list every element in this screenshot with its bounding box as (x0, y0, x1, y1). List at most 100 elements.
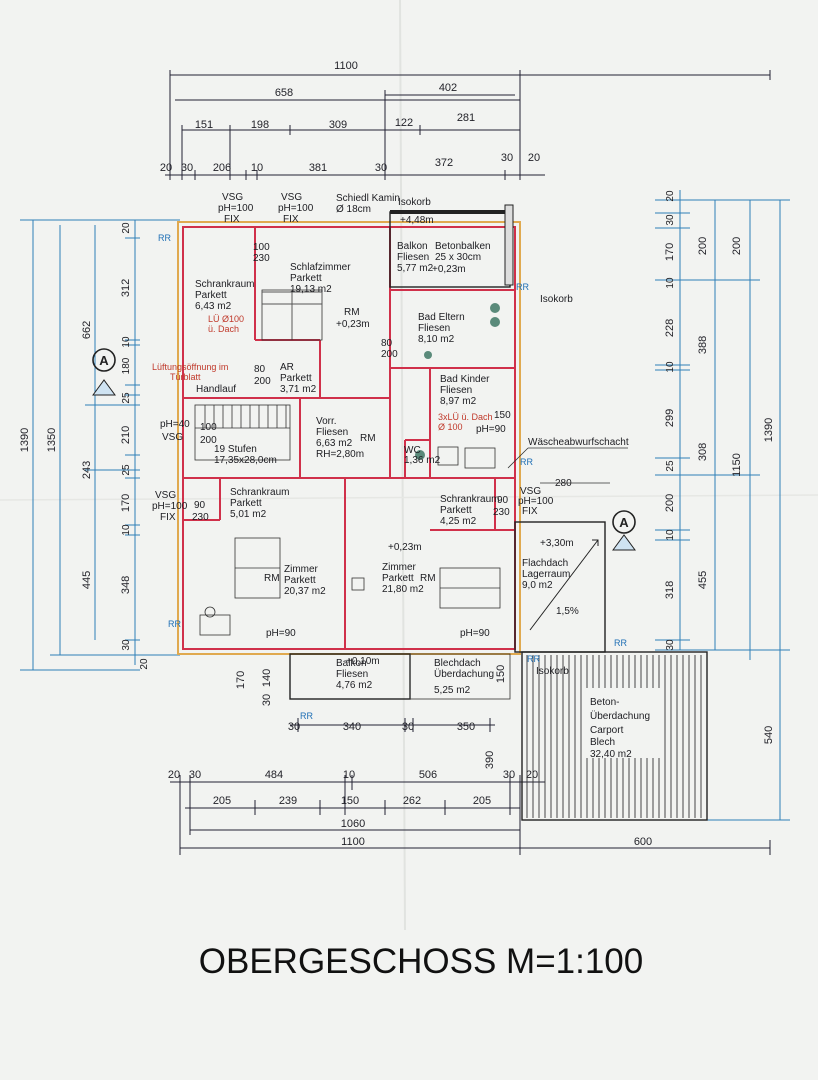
room-label: Parkett (280, 373, 312, 384)
dim-label: 299 (664, 409, 676, 427)
dim-label: 30 (501, 152, 513, 164)
dim-label: 20 (139, 658, 150, 670)
opening-label: 230 (253, 253, 270, 264)
rr-label: RR (527, 654, 540, 664)
dim-label: 30 (375, 162, 387, 174)
dim-label: 662 (81, 321, 93, 339)
dim-label: 600 (634, 836, 652, 848)
rr-label: RR (520, 457, 533, 467)
window-label: VSG (155, 490, 176, 501)
dim-label: 1060 (341, 818, 365, 830)
room-label: Balkon (397, 241, 428, 252)
room-area: 8,10 m2 (418, 334, 455, 345)
isokorb-label: Isokorb (398, 197, 431, 208)
opening-label: 80 (381, 338, 393, 349)
dim-label: 658 (275, 87, 293, 99)
dim-label: 205 (473, 795, 491, 807)
level-label: +3,30m (540, 538, 574, 549)
opening-label: 230 (192, 512, 209, 523)
room-label: 25 x 30cm (435, 252, 481, 263)
isokorb-label: Isokorb (540, 294, 573, 305)
dim-label: 1390 (763, 418, 775, 442)
dim-label: 20 (665, 190, 676, 202)
dim-label: 10 (343, 769, 355, 781)
dim-label: 445 (81, 571, 93, 589)
dim-label: 150 (341, 795, 359, 807)
dim-label: 30 (665, 639, 676, 651)
room-label: Parkett (230, 498, 262, 509)
room-area: 5,25 m2 (434, 685, 471, 696)
vent-label: ü. Dach (208, 324, 239, 334)
dim-label: 30 (503, 769, 515, 781)
room-label: AR (280, 362, 294, 373)
dim-label: 170 (664, 243, 676, 261)
room-label: Blech (590, 737, 615, 748)
dim-label: 150 (495, 665, 507, 683)
window-label: pH=100 (218, 203, 254, 214)
rr-label: RR (158, 233, 171, 243)
annotations: VSG pH=100 FIX VSG pH=100 FIX Schiedl Ka… (152, 192, 629, 721)
dim-label: 372 (435, 157, 453, 169)
room-label: Parkett (284, 575, 316, 586)
dim-label: 262 (403, 795, 421, 807)
sill-label: pH=90 (460, 628, 490, 639)
rm-label: RM (360, 433, 376, 444)
opening-label: 200 (254, 376, 271, 387)
dim-label: 25 (665, 460, 676, 472)
opening-label: 200 (381, 349, 398, 360)
dim-label: 390 (484, 751, 496, 769)
section-marker-right: A (612, 510, 636, 551)
dim-label: 309 (329, 119, 347, 131)
vent-label: Ø 100 (438, 422, 463, 432)
dim-label: 30 (402, 721, 414, 733)
dim-label: 30 (189, 769, 201, 781)
dim-label: 20 (528, 152, 540, 164)
room-area: 4,25 m2 (440, 516, 477, 527)
window-label: FIX (160, 512, 176, 523)
opening-label: 90 (497, 495, 509, 506)
dim-label: 151 (195, 119, 213, 131)
dim-label: 30 (665, 214, 676, 226)
room-label: 19 Stufen (214, 444, 257, 455)
dim-label: 1350 (46, 428, 58, 452)
window-label: VSG (281, 192, 302, 203)
carport-roof: Beton- Überdachung Carport Blech 32,40 m… (521, 651, 708, 821)
room-label: Betonbalken (435, 241, 491, 252)
dim-label: 1100 (334, 60, 358, 72)
dim-label: 402 (439, 82, 457, 94)
room-label: Lagerraum (522, 569, 570, 580)
dim-label: 170 (235, 671, 247, 689)
level-label: +0,10m (346, 656, 380, 667)
level-label: +4,48m (400, 215, 434, 226)
vent-label: 3xLÜ ü. Dach (438, 412, 493, 422)
room-label: Überdachung (434, 668, 494, 680)
opening-label: 200 (200, 435, 217, 446)
dim-label: 10 (665, 529, 676, 541)
dim-label: 30 (261, 694, 273, 706)
dim-label: 340 (343, 721, 361, 733)
dim-label: 205 (213, 795, 231, 807)
room-area: 5,77 m2 (397, 263, 434, 274)
dim-label: 10 (121, 336, 132, 348)
window-label: FIX (224, 214, 240, 225)
dim-label: 243 (81, 461, 93, 479)
dim-label: 10 (121, 524, 132, 536)
room-area: 32,40 m2 (590, 749, 632, 760)
furniture (199, 289, 501, 636)
rr-label: RR (516, 282, 529, 292)
room-label: Fliesen (397, 252, 429, 263)
dim-label: 200 (731, 237, 743, 255)
room-label: Carport (590, 725, 624, 736)
window-label: VSG (520, 486, 541, 497)
dim-label: 30 (288, 721, 300, 733)
room-label: Zimmer (284, 564, 319, 575)
sill-label: pH=90 (266, 628, 296, 639)
dim-label: 10 (665, 361, 676, 373)
dim-label: 200 (664, 494, 676, 512)
window-label: FIX (283, 214, 299, 225)
room-label: Schrankraum (440, 494, 499, 505)
window-label: pH=40 (160, 419, 190, 430)
room-labels: Schrankraum Parkett 6,43 m2 Schlafzimmer… (195, 241, 570, 696)
dim-label: 122 (395, 117, 413, 129)
opening-label: 150 (494, 410, 511, 421)
